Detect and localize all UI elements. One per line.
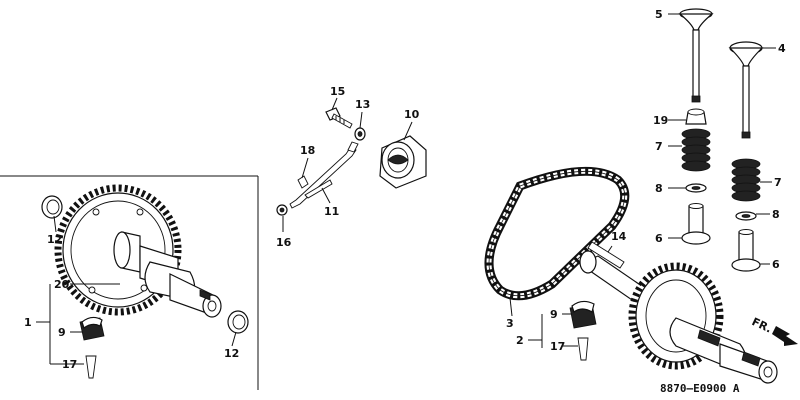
retainer-8-left — [685, 183, 707, 193]
callout-12-bottom: 12 — [224, 347, 239, 360]
callout-7-right: 7 — [774, 176, 782, 189]
clip-18 — [297, 175, 309, 189]
callout-13: 13 — [355, 98, 370, 111]
tappet-6-left — [681, 203, 711, 245]
callout-18: 18 — [300, 144, 315, 157]
direction-label: FR. — [750, 315, 774, 335]
callout-7-left: 7 — [655, 140, 663, 153]
left-leader-lines — [36, 215, 237, 365]
washer-13 — [354, 127, 366, 141]
callout-1: 1 — [24, 316, 32, 329]
right-leader-lines — [509, 13, 776, 348]
washer-12-top — [41, 195, 63, 219]
pin-17-right — [577, 337, 589, 361]
middle-leader-lines — [282, 97, 413, 232]
callout-labels: 1 2 3 4 5 6 6 7 7 8 8 9 9 10 11 12 12 13… — [24, 8, 786, 371]
callout-15: 15 — [330, 85, 345, 98]
callout-9-left: 9 — [58, 326, 66, 339]
left-cam-shaft — [113, 231, 222, 318]
washer-16 — [276, 204, 288, 216]
spring-holder-9-left — [79, 316, 105, 341]
callout-16: 16 — [276, 236, 292, 249]
callout-8-right: 8 — [772, 208, 780, 221]
callout-20: 20 — [54, 278, 70, 291]
spring-7-left — [681, 128, 711, 172]
left-camshaft-assembly — [54, 184, 222, 318]
cap-19 — [685, 108, 707, 125]
callout-5: 5 — [655, 8, 663, 21]
callout-12-top: 12 — [47, 233, 62, 246]
callout-2: 2 — [516, 334, 524, 347]
governor-holder-10 — [379, 135, 427, 189]
retainer-8-right — [735, 211, 757, 221]
washer-12-bottom — [227, 310, 249, 334]
callout-19: 19 — [653, 114, 668, 127]
callout-6-right: 6 — [772, 258, 780, 271]
front-direction-arrow: FR. — [750, 315, 798, 346]
callout-11: 11 — [324, 205, 339, 218]
tappet-6-right — [731, 229, 761, 272]
assembly-frame-left — [0, 175, 259, 390]
valve-4 — [728, 41, 764, 139]
pin-17-left — [85, 355, 97, 379]
governor-arm-11 — [289, 141, 359, 209]
callout-17-right: 17 — [550, 340, 565, 353]
callout-6-left: 6 — [655, 232, 663, 245]
callout-3: 3 — [506, 317, 514, 330]
timing-chain-3 — [484, 166, 630, 301]
spring-7-right — [731, 158, 761, 202]
callout-10: 10 — [404, 108, 420, 121]
pin-14 — [587, 241, 625, 269]
callout-8-left: 8 — [655, 182, 663, 195]
bolt-15 — [325, 107, 353, 129]
callout-4: 4 — [778, 42, 786, 55]
diagram-code: 8870–E0900 A — [660, 382, 740, 395]
spring-holder-9-right — [569, 300, 597, 329]
callout-9-right: 9 — [550, 308, 558, 321]
callout-14: 14 — [611, 230, 627, 243]
callout-17-left: 17 — [62, 358, 77, 371]
valve-5 — [678, 8, 714, 103]
right-camshaft-assembly — [578, 250, 778, 384]
